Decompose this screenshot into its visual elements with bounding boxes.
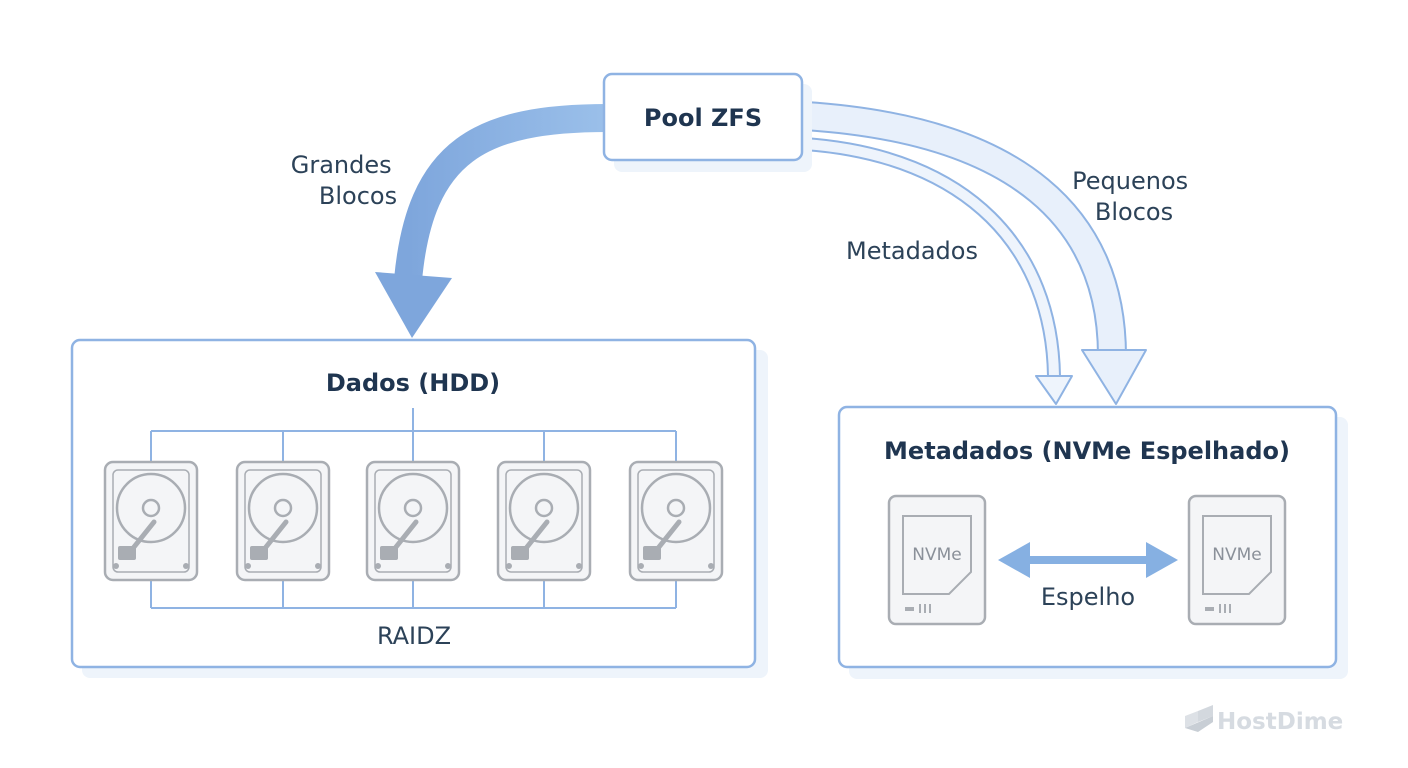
nvme-left: NVMe — [887, 494, 987, 626]
mirror-arrow — [998, 542, 1178, 578]
svg-text:Pequenos Blocos: Pequenos Blocos — [1072, 167, 1196, 226]
svg-text:Grandes Blocos: Grandes Blocos — [291, 151, 400, 210]
hdd-icon — [103, 460, 199, 582]
large-blocks-arrow — [375, 104, 609, 338]
hdd-icon — [365, 460, 461, 582]
metadata-group: Metadados (NVMe Espelhado) NVMe NVMe — [837, 405, 1348, 679]
pool-label: Pool ZFS — [644, 104, 762, 132]
data-group-title: Dados (HDD) — [326, 369, 500, 397]
large-blocks-label-line1: Grandes — [291, 151, 392, 179]
small-blocks-label-line2: Blocos — [1095, 198, 1173, 226]
large-blocks-label-line2: Blocos — [319, 182, 397, 210]
small-blocks-label-line1: Pequenos — [1072, 167, 1188, 195]
hdd-icon — [496, 460, 592, 582]
metadata-arrow — [804, 137, 1073, 405]
nvme-left-label: NVMe — [912, 545, 961, 565]
hdd-icon — [628, 460, 724, 582]
raidz-label: RAIDZ — [377, 622, 451, 650]
nvme-right: NVMe — [1187, 494, 1287, 626]
metadata-group-title: Metadados (NVMe Espelhado) — [884, 437, 1290, 465]
small-blocks-arrow — [804, 101, 1147, 405]
hostdime-watermark: HostDime — [1185, 705, 1343, 735]
hostdime-logo-icon — [1185, 705, 1213, 732]
mirror-label: Espelho — [1041, 583, 1135, 611]
nvme-right-label: NVMe — [1212, 545, 1261, 565]
pool-node: Pool ZFS — [602, 72, 812, 172]
data-group: Dados (HDD) RAIDZ — [70, 338, 768, 678]
raidz-connectors — [150, 408, 677, 609]
metadata-edge-label: Metadados — [846, 237, 978, 265]
hdd-icon — [235, 460, 331, 582]
watermark-text: HostDime — [1217, 709, 1343, 735]
hdd-row — [103, 460, 724, 582]
